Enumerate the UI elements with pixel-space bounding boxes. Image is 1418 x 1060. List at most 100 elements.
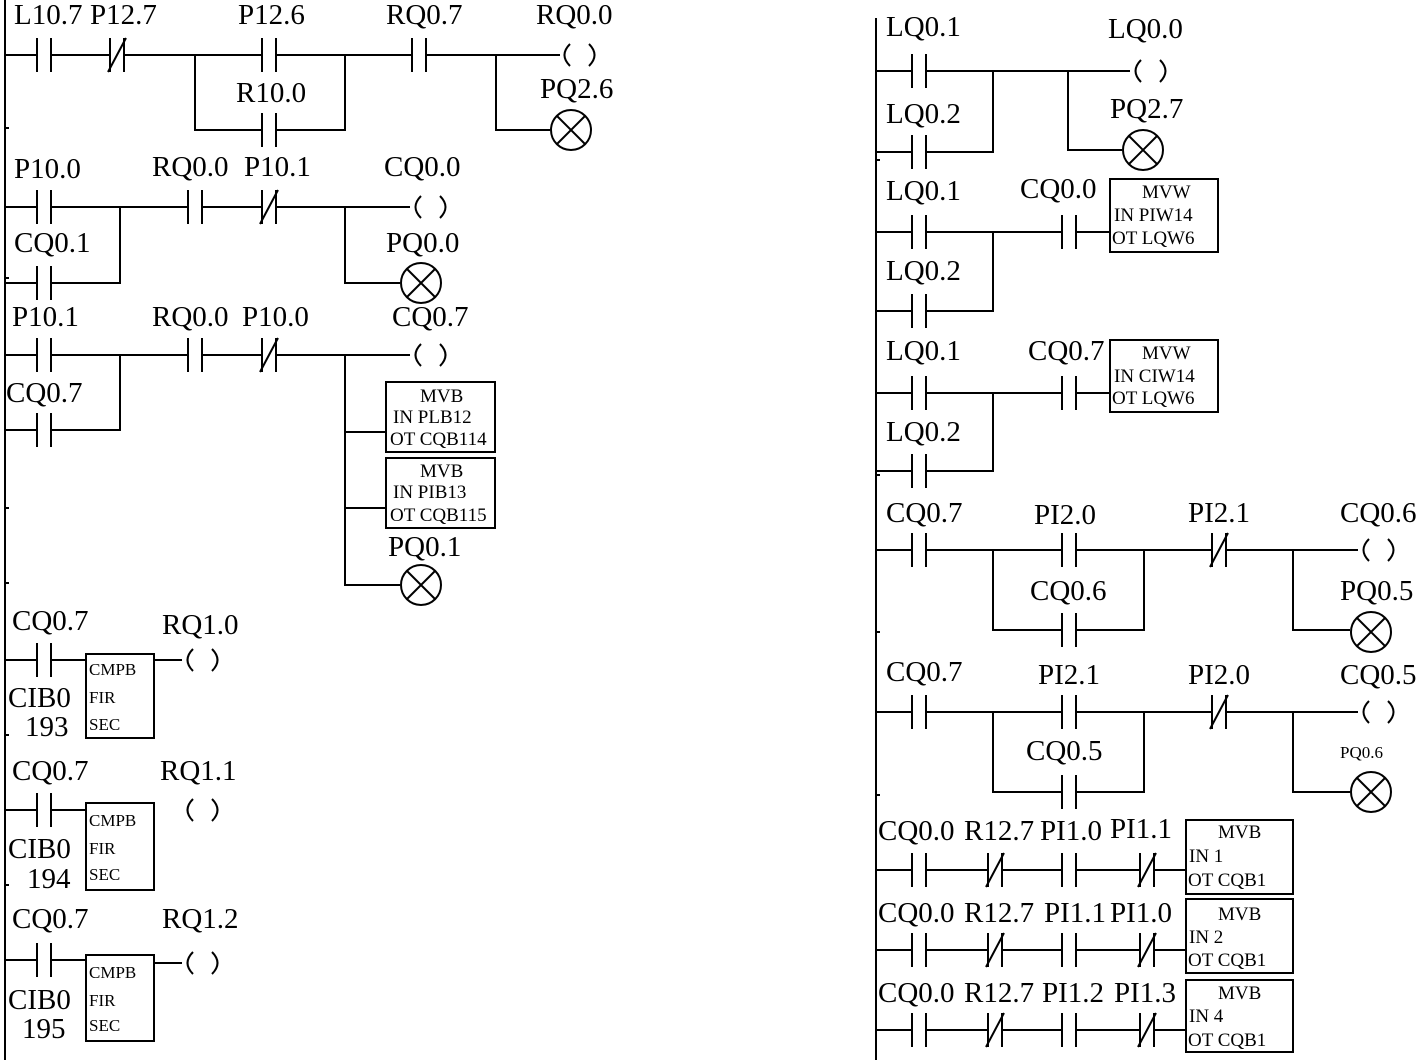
lamp-PQ0.6 bbox=[1350, 771, 1392, 813]
no-contact-LQ0.1 bbox=[911, 376, 927, 410]
no-contact-LQ0.1 bbox=[911, 54, 927, 88]
block-op: MVB bbox=[420, 386, 463, 407]
label: CIB0 bbox=[8, 984, 71, 1016]
no-contact-RQ0.0 bbox=[187, 338, 203, 372]
label: LQ0.2 bbox=[886, 416, 961, 448]
label: CQ0.7 bbox=[886, 497, 963, 529]
no-contact-CQ0.7 bbox=[911, 695, 927, 729]
label: LQ0.1 bbox=[886, 11, 961, 43]
block-ot: OT CQB1 bbox=[1188, 1030, 1266, 1051]
label: PI1.1 bbox=[1110, 813, 1172, 845]
label: LQ0.0 bbox=[1108, 13, 1183, 45]
label: CIB0 bbox=[8, 833, 71, 865]
label: L10.7 bbox=[14, 0, 82, 31]
mvb-block: MVB IN 2 OT CQB1 bbox=[1185, 898, 1294, 974]
left-power-rail bbox=[4, 0, 9, 1060]
label: PQ2.6 bbox=[540, 73, 613, 105]
nc-contact-P10.1 bbox=[259, 189, 279, 225]
lamp-PQ2.6 bbox=[550, 109, 592, 151]
nc-contact-PI1.1 bbox=[1137, 852, 1157, 888]
no-contact-LQ0.2 bbox=[911, 294, 927, 328]
no-contact-P12.6 bbox=[261, 38, 277, 72]
block-sec: SEC bbox=[89, 1016, 120, 1035]
label: CQ0.0 bbox=[1020, 173, 1097, 205]
block-ot: OT CQB114 bbox=[390, 429, 487, 450]
block-in: IN 1 bbox=[1189, 846, 1223, 867]
label: R12.7 bbox=[964, 897, 1034, 929]
label: PI2.1 bbox=[1188, 497, 1250, 529]
mvb-block-2: MVB IN PIB13 OT CQB115 bbox=[385, 457, 496, 529]
nc-contact-R12.7 bbox=[985, 932, 1005, 968]
block-sec: SEC bbox=[89, 715, 120, 734]
label: PQ0.0 bbox=[386, 227, 459, 259]
block-ot: OT CQB115 bbox=[390, 505, 487, 526]
label: RQ0.7 bbox=[386, 0, 463, 31]
mvb-block: MVB IN 4 OT CQB1 bbox=[1185, 979, 1294, 1053]
nc-contact-R12.7 bbox=[985, 852, 1005, 888]
block-fir: FIR bbox=[89, 839, 116, 858]
label: 195 bbox=[22, 1013, 66, 1045]
label: PI1.2 bbox=[1042, 977, 1104, 1009]
block-in: IN 4 bbox=[1189, 1006, 1224, 1027]
no-contact-CQ0.7 bbox=[1061, 376, 1077, 410]
block-ot: OT LQW6 bbox=[1112, 388, 1195, 409]
label: CQ0.0 bbox=[878, 815, 955, 847]
block-fir: FIR bbox=[89, 991, 116, 1010]
mvw-block: MVW IN PIW14 OT LQW6 bbox=[1109, 178, 1219, 253]
label: PI1.1 bbox=[1044, 897, 1106, 929]
left-rung-3: MVB IN PLB12 OT CQB114 MVB IN PIB13 OT C… bbox=[5, 301, 496, 606]
label: PI1.0 bbox=[1040, 815, 1102, 847]
label: LQ0.1 bbox=[886, 175, 961, 207]
cmpb-block bbox=[85, 954, 155, 1042]
label: 194 bbox=[27, 863, 71, 895]
left-rung-5: CMPB FIR SEC CQ0.7 CIB0 194 RQ1.1 bbox=[5, 755, 237, 895]
block-op: CMPB bbox=[89, 811, 136, 830]
mvw-block: MVW IN CIW14 OT LQW6 bbox=[1109, 339, 1219, 413]
right-rung-4: CQ0.7 PI2.0 CQ0.6 PI2.1 CQ0.6 PQ0.5 bbox=[876, 497, 1417, 653]
no-contact-L10.7 bbox=[36, 38, 52, 72]
nc-contact-R12.7 bbox=[985, 1012, 1005, 1048]
label: CQ0.7 bbox=[12, 903, 89, 935]
no-contact-P10.0 bbox=[36, 190, 52, 224]
coil-RQ1.2 bbox=[186, 951, 219, 975]
left-rung-4: CMPB FIR SEC CQ0.7 CIB0 193 RQ1.0 bbox=[5, 605, 239, 743]
right-rung-1: LQ0.1 LQ0.2 LQ0.0 PQ2.7 bbox=[876, 11, 1183, 171]
label: LQ0.1 bbox=[886, 335, 961, 367]
coil-LQ0.0 bbox=[1134, 59, 1167, 83]
label: P10.0 bbox=[14, 153, 81, 185]
block-op: MVB bbox=[1218, 904, 1261, 925]
block-op: MVW bbox=[1142, 343, 1191, 364]
label: P10.1 bbox=[244, 151, 311, 183]
right-rung-6: MVB IN 1 OT CQB1 CQ0.0 R12.7 PI1.0 PI1.1 bbox=[876, 813, 1294, 895]
label: CQ0.6 bbox=[1030, 575, 1107, 607]
no-contact-CQ0.6 bbox=[1061, 613, 1077, 647]
label: PI2.0 bbox=[1034, 499, 1096, 531]
label: R10.0 bbox=[236, 77, 306, 109]
label: RQ0.0 bbox=[536, 0, 613, 31]
left-rung-1: L10.7 P12.7 P12.6 R10.0 RQ0.7 RQ0.0 PQ2.… bbox=[5, 0, 613, 151]
no-contact-CQ0.7 bbox=[911, 533, 927, 567]
block-op: MVB bbox=[1218, 822, 1261, 843]
label: RQ0.0 bbox=[152, 301, 229, 333]
label: CQ0.7 bbox=[6, 377, 83, 409]
block-op: MVB bbox=[420, 461, 463, 482]
label: 193 bbox=[25, 711, 69, 743]
lamp-PQ0.1 bbox=[400, 564, 442, 606]
nc-contact-PI1.3 bbox=[1137, 1012, 1157, 1048]
right-rung-3: MVW IN CIW14 OT LQW6 LQ0.1 LQ0.2 CQ0.7 bbox=[876, 335, 1219, 488]
no-contact-CQ0.0 bbox=[911, 853, 927, 887]
label: CQ0.7 bbox=[392, 301, 469, 333]
block-op: MVB bbox=[1218, 983, 1261, 1004]
block-fir: FIR bbox=[89, 688, 116, 707]
no-contact-CQ0.7 bbox=[36, 413, 52, 447]
nc-contact-PI2.0 bbox=[1209, 694, 1229, 730]
block-in: IN 2 bbox=[1189, 927, 1223, 948]
right-rung-5: CQ0.7 PI2.1 CQ0.5 PI2.0 CQ0.5 PQ0.6 bbox=[876, 656, 1417, 813]
left-rung-2: P10.0 CQ0.1 RQ0.0 P10.1 CQ0.0 PQ0.0 bbox=[5, 151, 461, 304]
no-contact-CQ0.7 bbox=[36, 943, 52, 977]
label: CQ0.5 bbox=[1026, 735, 1103, 767]
nc-contact-PI1.0 bbox=[1137, 932, 1157, 968]
block-ot: OT CQB1 bbox=[1188, 950, 1266, 971]
no-contact-CQ0.0 bbox=[911, 933, 927, 967]
